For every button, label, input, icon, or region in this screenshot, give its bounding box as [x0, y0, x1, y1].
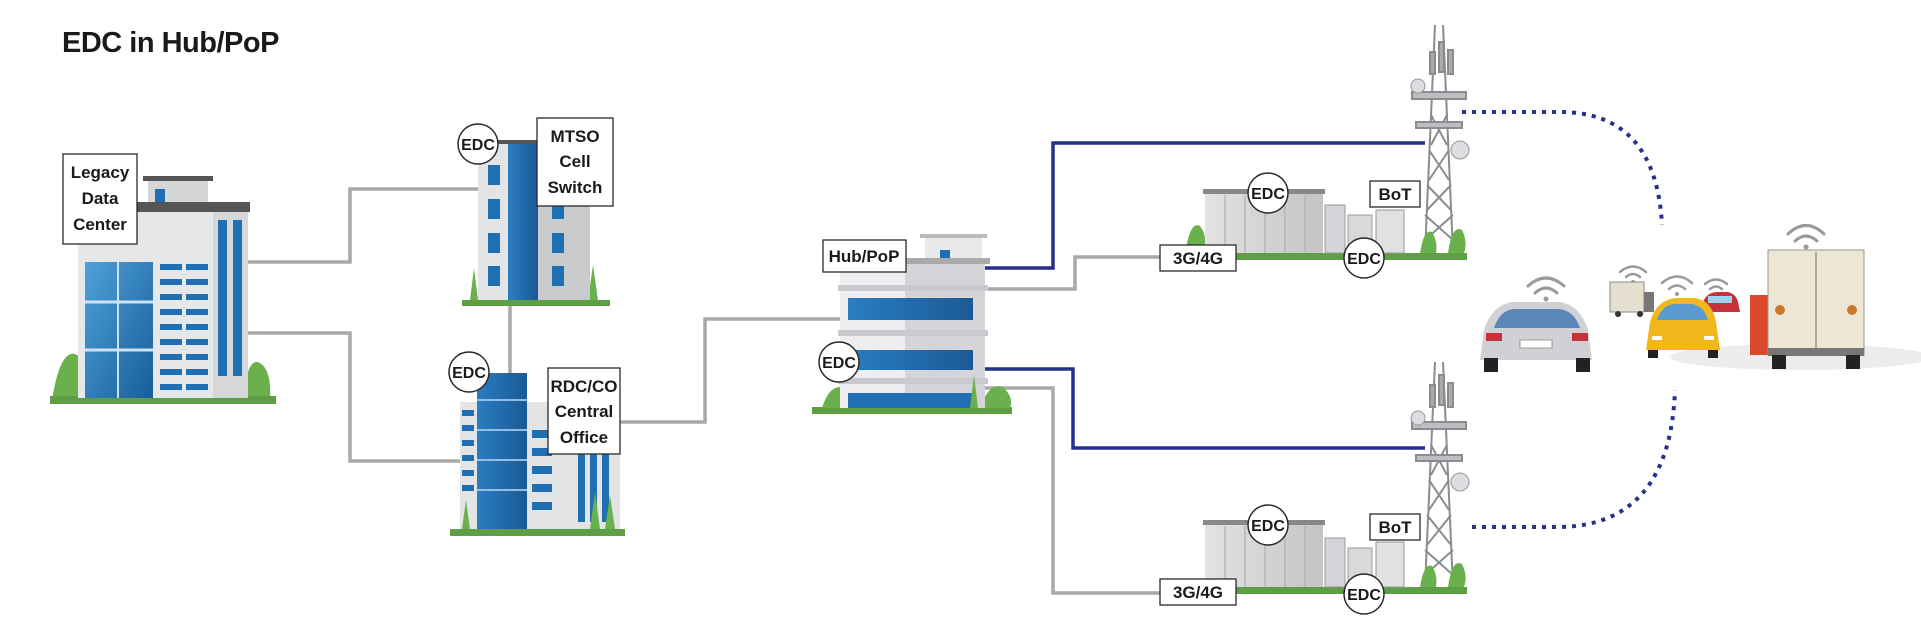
site-bottom-edc-hall-text: EDC [1251, 518, 1285, 535]
cell-tower-icon [1411, 24, 1467, 254]
site-top-bot-text: BoT [1378, 185, 1412, 204]
link-hub-tower2-blue [985, 367, 1425, 450]
link-legacy-mtso [248, 187, 480, 264]
legacy-label-line1: Legacy [71, 163, 130, 182]
car-icon [1646, 298, 1720, 358]
site-bottom-edc-tower-text: EDC [1347, 587, 1381, 604]
site-top-bot-label: BoT [1369, 180, 1421, 208]
legacy-label-line2: Data [82, 189, 119, 208]
site-top-edc-badge-hall: EDC [1247, 172, 1289, 214]
truck-icon [1609, 281, 1654, 317]
site-bottom-bot-text: BoT [1378, 518, 1412, 537]
mtso-label-line1: MTSO [550, 127, 599, 146]
site-top-edc-badge-tower: EDC [1343, 237, 1385, 279]
rdc-label-line3: Office [560, 428, 608, 447]
cell-site-bottom [1182, 361, 1470, 594]
cell-tower-icon [1411, 361, 1467, 588]
site-top-network-label: 3G/4G [1159, 244, 1237, 272]
diagram-title: EDC in Hub/PoP [62, 27, 279, 59]
site-top-edc-tower-text: EDC [1347, 251, 1381, 268]
wireless-link-tower1 [1462, 110, 1664, 226]
mtso-label: MTSO Cell Switch [536, 117, 614, 207]
vehicles-group [1480, 224, 1921, 372]
wifi-icon [1703, 278, 1729, 291]
link-rdc-hub [618, 317, 860, 424]
site-bottom-network-label: 3G/4G [1159, 578, 1237, 606]
rdc-edc-badge: EDC [448, 351, 490, 393]
legacy-data-center-label: Legacy Data Center [62, 153, 138, 245]
connection-lines [248, 110, 1677, 595]
car-icon [1702, 292, 1740, 312]
mtso-label-line3: Switch [548, 178, 603, 197]
site-bottom-edc-badge-hall: EDC [1247, 504, 1289, 546]
wireless-link-tower2 [1472, 389, 1677, 529]
hub-edc-text: EDC [822, 355, 856, 372]
car-icon [1480, 302, 1592, 372]
rdc-label: RDC/CO Central Office [547, 367, 621, 455]
hub-pop-label: Hub/PoP [822, 239, 907, 273]
link-hub-site2-grey [985, 386, 1160, 595]
mtso-label-line2: Cell [559, 152, 590, 171]
hub-edc-badge: EDC [818, 341, 860, 383]
link-hub-site1-grey [985, 255, 1160, 291]
mtso-edc-text: EDC [461, 137, 495, 154]
wifi-icon [1660, 275, 1694, 296]
wifi-icon [1618, 265, 1648, 284]
link-legacy-rdc [248, 331, 470, 463]
legacy-label-line3: Center [73, 215, 127, 234]
rdc-edc-text: EDC [452, 365, 486, 382]
site-top-edc-hall-text: EDC [1251, 186, 1285, 203]
hub-pop-label-text: Hub/PoP [829, 247, 900, 266]
site-bottom-network-text: 3G/4G [1173, 583, 1223, 602]
truck-icon [1750, 249, 1865, 369]
hub-pop-building [812, 234, 1012, 414]
rdc-label-line2: Central [555, 402, 614, 421]
site-bottom-edc-badge-tower: EDC [1343, 573, 1385, 615]
rdc-label-line1: RDC/CO [550, 377, 617, 396]
wifi-icon [1526, 276, 1566, 302]
mtso-edc-badge: EDC [457, 123, 499, 165]
legacy-data-center-building [50, 176, 276, 404]
site-top-network-text: 3G/4G [1173, 249, 1223, 268]
link-hub-tower1-blue [985, 141, 1425, 270]
wifi-icon [1786, 224, 1826, 250]
site-bottom-bot-label: BoT [1369, 513, 1421, 541]
